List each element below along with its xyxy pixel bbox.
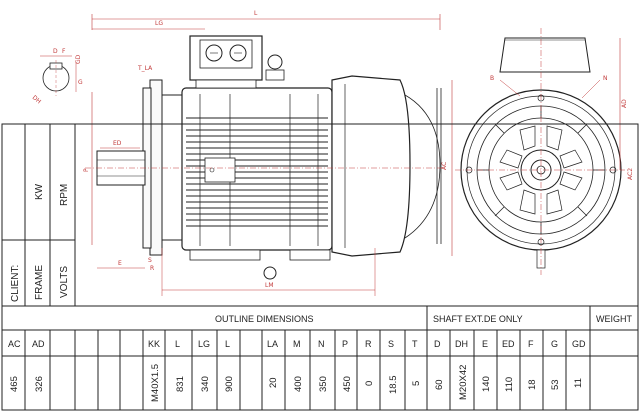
header-cell: KK (148, 339, 160, 349)
header-cell: G (551, 339, 558, 349)
header-cell: GD (572, 339, 586, 349)
header-cell: LA (267, 339, 278, 349)
shaft-ext-heading: SHAFT EXT.DE ONLY (433, 314, 523, 324)
header-cell: P (342, 339, 348, 349)
dim-label-ad: AD (621, 99, 628, 108)
title-block (1, 123, 639, 411)
outline-dimensions-heading: OUTLINE DIMENSIONS (215, 314, 314, 324)
value-cell: 350 (318, 376, 329, 392)
header-cell: AC (8, 339, 21, 349)
value-cell: 18.5 (388, 376, 399, 395)
dim-label-lm: LM (265, 282, 274, 289)
header-cell: D (434, 339, 441, 349)
dim-label-f: F (62, 48, 66, 55)
dim-label-ed: ED (113, 140, 122, 147)
header-cell: S (388, 339, 394, 349)
value-cell: 5 (411, 381, 422, 386)
volts-label: VOLTS (59, 266, 70, 298)
shaft-section-detail (40, 55, 77, 96)
header-cell: L (225, 339, 230, 349)
dim-label-e: E (118, 260, 122, 267)
header-cell: E (482, 339, 488, 349)
values-row: 465 326 M40X1.5 831 340 900 20 400 350 4… (9, 364, 584, 402)
header-cell: M (293, 339, 301, 349)
value-cell: 831 (175, 376, 186, 392)
dim-label-dh: DH (31, 94, 43, 105)
dim-label-p: P (83, 168, 90, 172)
dim-label-gd: GD (75, 54, 82, 64)
value-cell: 53 (550, 379, 561, 390)
rpm-label: RPM (59, 184, 70, 206)
value-cell: 110 (504, 377, 515, 392)
dim-label-lg: LG (155, 20, 163, 27)
kw-label: KW (34, 183, 45, 200)
motor-front-view (455, 28, 625, 275)
header-cell: R (365, 339, 372, 349)
header-cell: ED (502, 339, 515, 349)
dim-label-ac: AC (441, 162, 448, 170)
dim-label-d: D (53, 48, 58, 55)
value-cell: 340 (200, 376, 211, 392)
weight-heading: WEIGHT (596, 314, 632, 324)
header-cell: L (175, 339, 180, 349)
header-cell: LG (198, 339, 210, 349)
motor-side-view (85, 14, 453, 296)
value-cell: 0 (364, 381, 375, 386)
value-cell: 400 (293, 376, 304, 392)
dim-label-r: R (150, 265, 154, 272)
dim-label-l: L (254, 10, 258, 17)
header-cell: AD (32, 339, 45, 349)
header-cell: N (318, 339, 325, 349)
frame-label: FRAME (34, 265, 45, 300)
dim-label-t-la: T_LA (137, 65, 153, 72)
value-cell: 140 (481, 376, 492, 392)
value-cell: M40X1.5 (150, 364, 161, 402)
value-cell: M20X42 (458, 365, 469, 400)
value-cell: 18 (527, 379, 538, 390)
value-cell: 450 (342, 376, 353, 392)
value-cell: 900 (224, 376, 235, 392)
dim-label-b: B (490, 75, 494, 82)
header-cell: DH (455, 339, 468, 349)
dim-label-s: S (148, 257, 152, 264)
header-cell: T (412, 339, 418, 349)
value-cell: 465 (9, 376, 20, 392)
dim-label-g: G (78, 79, 83, 86)
value-cell: 11 (573, 378, 584, 388)
value-cell: 20 (268, 377, 279, 388)
header-row: AC AD KK L LG L LA M N P R S T D DH E ED… (8, 339, 586, 349)
value-cell: 60 (434, 379, 445, 390)
value-cell: 326 (34, 376, 45, 392)
client-label: CLIENT: (10, 265, 21, 302)
header-cell: F (528, 339, 534, 349)
dim-label-ac2: AC2 (627, 168, 634, 180)
dim-label-n: N (603, 75, 608, 82)
